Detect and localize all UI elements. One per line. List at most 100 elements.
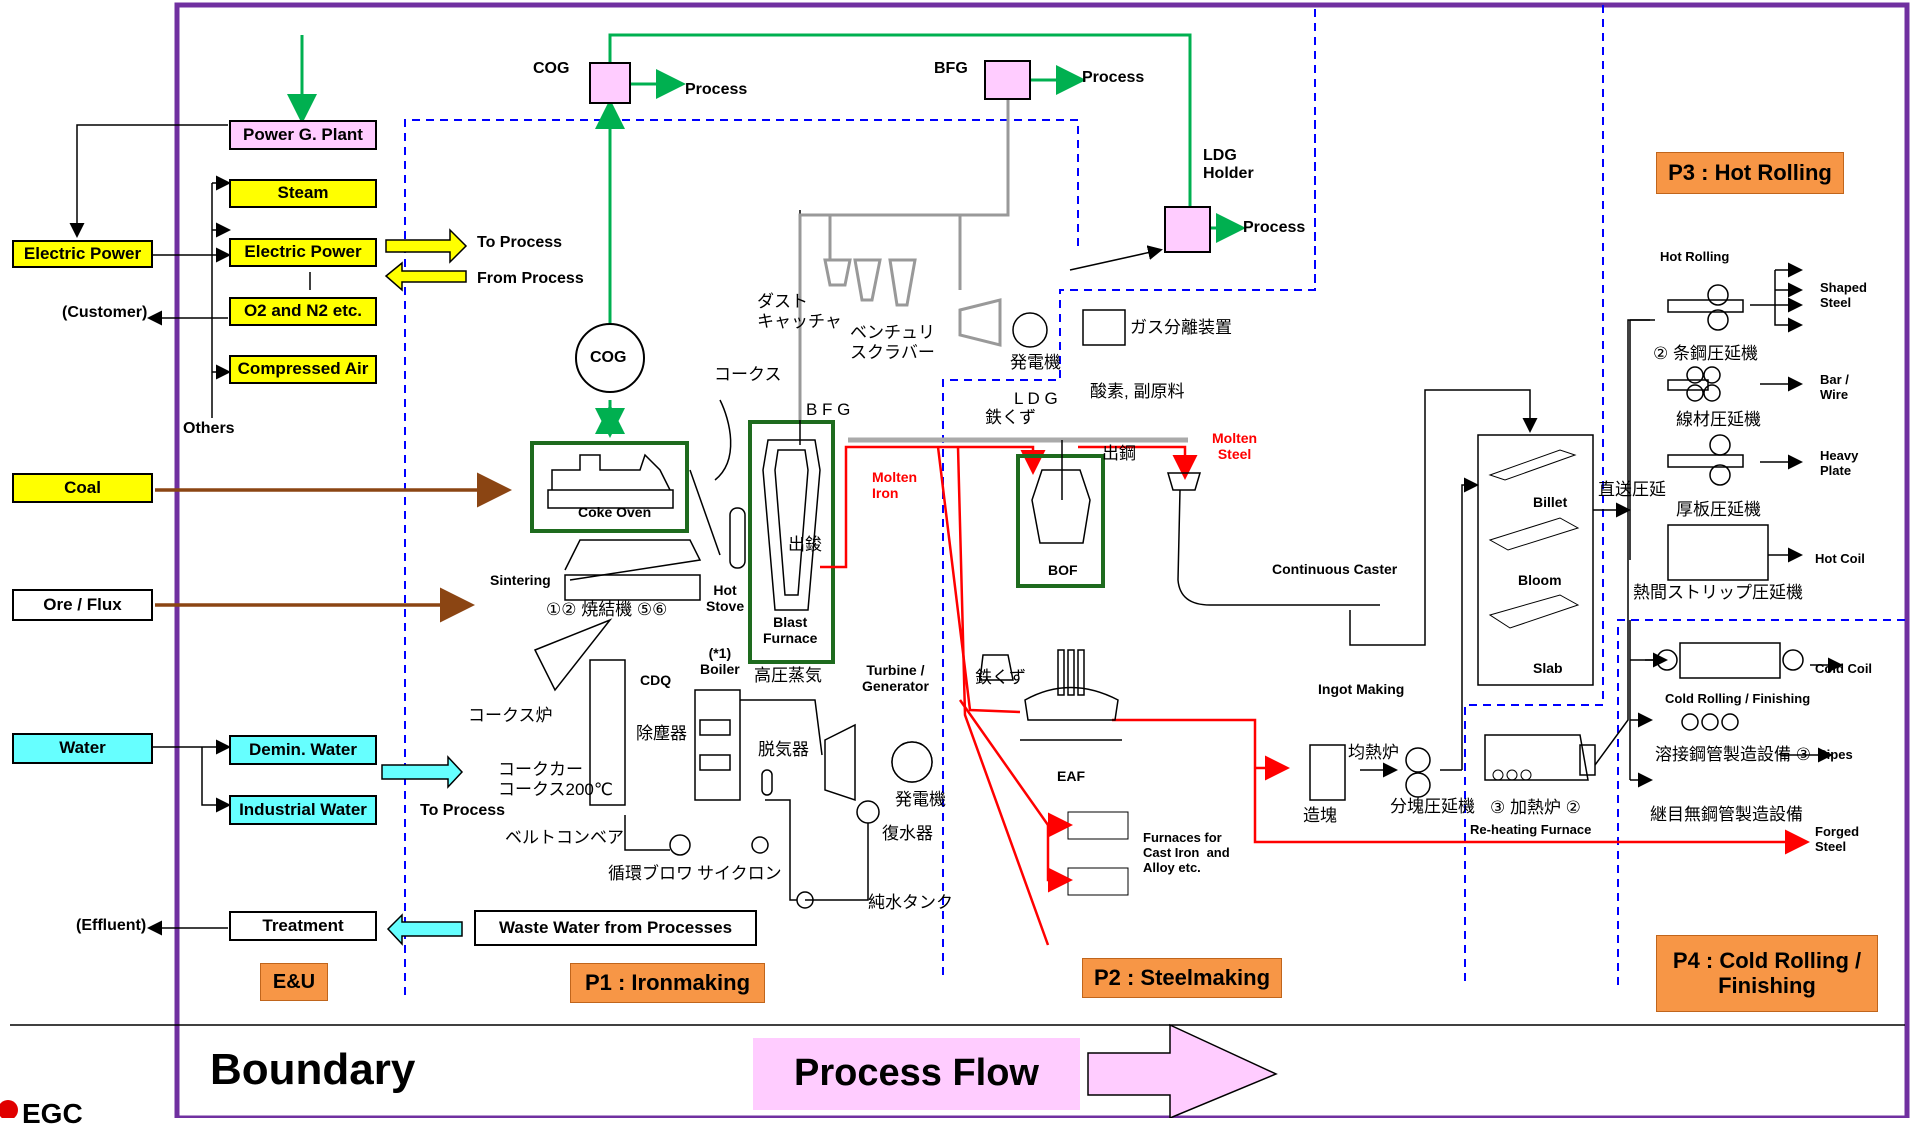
coke-200-jp: コークス200℃: [498, 780, 613, 800]
cdq-label: CDQ: [640, 672, 671, 688]
billet-label: Billet: [1533, 494, 1567, 510]
alloy-furnaces-label: Furnaces for Cast Iron and Alloy etc.: [1143, 831, 1230, 876]
turbine-label: Turbine / Generator: [862, 662, 929, 694]
generator-g1: [1013, 313, 1047, 347]
furnace-block-2: [1068, 868, 1128, 895]
boiler-label: (*1) Boiler: [700, 645, 740, 677]
seamless-pipe-jp: 継目無鋼管製造設備: [1650, 805, 1803, 825]
cog-process-label: Process: [685, 81, 747, 99]
heavy-plate-label: Heavy Plate: [1820, 449, 1858, 479]
boundary-label: Boundary: [210, 1045, 415, 1096]
molten-flow-lines: [820, 447, 1805, 945]
process-flow-label: Process Flow: [753, 1038, 1080, 1110]
scrap-jp-2: 鉄くず: [975, 668, 1026, 688]
logo-text: EGC: [22, 1098, 83, 1130]
section-eu: E&U: [260, 963, 328, 1001]
purple-boundary-frame: [177, 5, 1907, 1118]
coke-oven-sketch: [532, 400, 731, 600]
cold-rolling-label: Cold Rolling / Finishing: [1665, 692, 1810, 707]
tapping2-jp: 出鋼: [1102, 444, 1136, 464]
dust-catcher-jp: ダスト キャッチャ: [757, 292, 842, 331]
o2-n2-box: O2 and N2 etc.: [229, 297, 377, 326]
bar-mill-jp: ② 条鋼圧延機: [1653, 344, 1758, 364]
ldg-process-label: Process: [1243, 219, 1305, 237]
coke-jp-label: コークス: [714, 365, 782, 385]
hot-stove-label: Hot Stove: [706, 582, 744, 614]
coke-oven-label: Coke Oven: [578, 504, 651, 520]
cold-coil-label: Cold Coil: [1815, 662, 1872, 677]
pure-tank-jp: 純水タンク: [868, 893, 953, 913]
ingot-making-label: Ingot Making: [1318, 681, 1404, 697]
gas-separation-box: [1083, 310, 1125, 345]
bloom-label: Bloom: [1518, 572, 1562, 588]
logo-mark-icon: [0, 1100, 18, 1118]
sinter-machine-jp: ①② 焼結機 ⑤⑥: [546, 600, 667, 620]
condenser-jp: 復水器: [882, 824, 933, 844]
section-p1: P1 : Ironmaking: [570, 963, 765, 1003]
semi-products-panel: [1478, 435, 1593, 685]
ldg-holder-label: LDG Holder: [1203, 147, 1254, 184]
ldg-jp: L D G: [1014, 389, 1058, 409]
hot-rolling-label: Hot Rolling: [1660, 250, 1729, 265]
gas-cleaning-sketch: [800, 100, 1008, 420]
ldg-holder: [1165, 207, 1210, 252]
strip-mill-jp: 熱間ストリップ圧延機: [1633, 583, 1803, 603]
from-process-arrow: [386, 263, 466, 290]
pipes-label: Pipes: [1818, 748, 1853, 763]
demin-water-box: Demin. Water: [229, 735, 377, 765]
shaped-steel-label: Shaped Steel: [1820, 281, 1867, 311]
bfg-holder: [985, 61, 1030, 99]
ore-flux-input: Ore / Flux: [12, 589, 153, 621]
to-process-label: To Process: [477, 234, 562, 252]
treatment-box: Treatment: [229, 911, 377, 941]
slab-shape: [1490, 595, 1578, 628]
hp-steam-jp: 高圧蒸気: [754, 666, 822, 686]
direct-rolling-jp: 直送圧延: [1598, 480, 1666, 500]
plate-mill-jp: 厚板圧延機: [1676, 500, 1761, 520]
welded-pipe-jp: 溶接鋼管製造設備 ③: [1655, 745, 1811, 765]
coal-input: Coal: [12, 473, 153, 503]
section-p3: P3 : Hot Rolling: [1656, 152, 1844, 194]
bfg-label: BFG: [934, 60, 968, 78]
bar-wire-label: Bar / Wire: [1820, 373, 1849, 403]
blower-jp: 循環ブロワ: [608, 864, 693, 884]
forged-steel-label: Forged Steel: [1815, 825, 1859, 855]
reheating-jp: ③ 加熱炉 ②: [1490, 798, 1581, 818]
eaf-label: EAF: [1057, 768, 1085, 784]
electric-power-box: Electric Power: [229, 238, 377, 267]
bfg-jp-label: B F G: [806, 400, 850, 420]
steam-box: Steam: [229, 179, 377, 208]
billet-shape: [1490, 450, 1575, 480]
oxygen-aux-jp: 酸素, 副原料: [1090, 382, 1184, 402]
blooming-mill-jp: 分塊圧延機: [1390, 797, 1475, 817]
electric-power-input: Electric Power: [12, 240, 153, 268]
cog-label: COG: [533, 60, 569, 78]
continuous-caster-label: Continuous Caster: [1272, 561, 1397, 577]
sintering-label: Sintering: [490, 572, 551, 588]
customer-label: (Customer): [62, 304, 147, 322]
molten-steel-label: Molten Steel: [1212, 430, 1257, 462]
bfg-process-label: Process: [1082, 69, 1144, 87]
generator2-jp: 発電機: [895, 790, 946, 810]
deaerator-jp: 脱気器: [758, 740, 809, 760]
waste-water-box: Waste Water from Processes: [474, 910, 757, 946]
molten-iron-label: Molten Iron: [872, 469, 917, 501]
blast-furnace-label: Blast Furnace: [763, 614, 817, 646]
power-plant-box: Power G. Plant: [229, 120, 377, 150]
cyclone-jp: サイクロン: [697, 864, 782, 884]
generator-g2: [892, 742, 932, 782]
belt-conveyor-jp: ベルトコンベア: [505, 828, 624, 848]
cog-circle-label: COG: [590, 349, 626, 367]
others-label: Others: [183, 420, 235, 438]
section-p2: P2 : Steelmaking: [1082, 958, 1282, 998]
tapping-jp: 出鋑: [788, 535, 822, 555]
water-to-process-arrow: [382, 757, 462, 787]
cog-holder: [590, 63, 630, 103]
generator-jp: 発電機: [1010, 353, 1061, 373]
venturi-jp: ベンチュリ スクラバー: [850, 323, 935, 362]
slab-label: Slab: [1533, 660, 1563, 676]
water-to-process-label: To Process: [420, 802, 505, 820]
effluent-label: (Effluent): [76, 917, 146, 935]
soaking-pit-jp: 均熱炉: [1348, 743, 1399, 763]
